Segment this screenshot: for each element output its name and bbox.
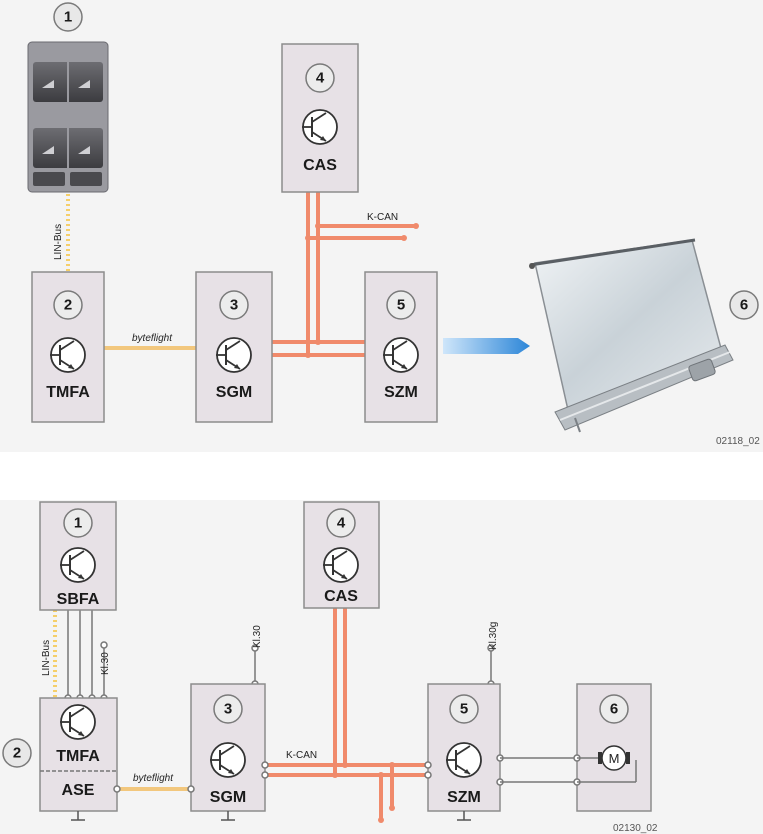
- svg-text:6: 6: [740, 297, 748, 314]
- svg-text:ASE: ASE: [62, 782, 95, 799]
- module-sbfa-bottom: 1 SBFA: [39, 501, 117, 611]
- module-tmfa-top: 2 TMFA: [31, 271, 105, 423]
- svg-text:TMFA: TMFA: [56, 748, 100, 765]
- transistor-icon: [60, 547, 96, 583]
- module-tmfa-ase-bottom: TMFA ASE: [39, 697, 121, 821]
- byteflight-label-top: byteflight: [132, 333, 173, 344]
- svg-text:5: 5: [397, 297, 405, 314]
- svg-text:4: 4: [337, 515, 346, 532]
- callout-1-top: 1: [53, 2, 83, 32]
- motor-icon: M: [598, 745, 630, 771]
- kl30-label-sgm: Kl.30: [252, 625, 263, 648]
- svg-text:SGM: SGM: [216, 384, 252, 401]
- transistor-icon: [216, 337, 252, 373]
- actuation-arrow: [443, 338, 530, 354]
- module-motor-bottom: 6 M: [573, 683, 652, 812]
- roller-sunblind-illustration: [529, 238, 734, 433]
- svg-text:SZM: SZM: [384, 384, 418, 401]
- motor-wires: [500, 757, 577, 783]
- svg-text:2: 2: [13, 745, 21, 762]
- svg-text:5: 5: [460, 701, 468, 718]
- transistor-icon: [302, 109, 338, 145]
- svg-text:1: 1: [64, 9, 72, 26]
- svg-text:SGM: SGM: [210, 789, 246, 806]
- figure-id-bottom: 02130_02: [613, 823, 658, 834]
- svg-text:3: 3: [224, 701, 232, 718]
- module-szm-top: 5 SZM: [364, 271, 438, 423]
- svg-text:1: 1: [74, 515, 82, 532]
- module-sgm-bottom: 3 SGM: [187, 644, 269, 821]
- figure-id-top: 02118_02: [716, 436, 760, 447]
- svg-text:CAS: CAS: [324, 588, 358, 605]
- svg-text:TMFA: TMFA: [46, 384, 90, 401]
- svg-text:CAS: CAS: [303, 157, 337, 174]
- transistor-icon: [383, 337, 419, 373]
- lin-bus-label-top: LIN-Bus: [53, 224, 64, 260]
- kl30g-label-szm: Kl.30g: [488, 622, 499, 650]
- svg-text:4: 4: [316, 70, 325, 87]
- svg-text:2: 2: [64, 297, 72, 314]
- transistor-icon: [50, 337, 86, 373]
- module-cas-bottom: 4 CAS: [303, 501, 380, 609]
- svg-text:SBFA: SBFA: [57, 591, 100, 608]
- transistor-icon: [323, 547, 359, 583]
- transistor-icon: [210, 742, 246, 778]
- svg-text:6: 6: [610, 701, 618, 718]
- k-can-bus-top: [270, 190, 418, 357]
- callout-2-bottom: 2: [2, 738, 32, 768]
- lin-bus-label-bottom: LIN-Bus: [41, 640, 52, 676]
- svg-text:M: M: [609, 751, 620, 766]
- window-switch-block: [27, 41, 109, 193]
- byteflight-label-bottom: byteflight: [133, 773, 174, 784]
- module-cas-top: 4 CAS: [281, 43, 359, 193]
- svg-text:3: 3: [230, 297, 238, 314]
- can-junctions-bottom: [332, 762, 395, 823]
- module-sgm-top: 3 SGM: [195, 271, 273, 423]
- can-junctions-top: [305, 223, 419, 358]
- kl30-label-tmfa: Kl.30: [100, 652, 111, 675]
- svg-text:SZM: SZM: [447, 789, 481, 806]
- transistor-icon: [60, 704, 96, 740]
- transistor-icon: [446, 742, 482, 778]
- k-can-label-top: K-CAN: [367, 212, 398, 223]
- k-can-label-bottom: K-CAN: [286, 750, 317, 761]
- callout-6-top: 6: [729, 290, 759, 320]
